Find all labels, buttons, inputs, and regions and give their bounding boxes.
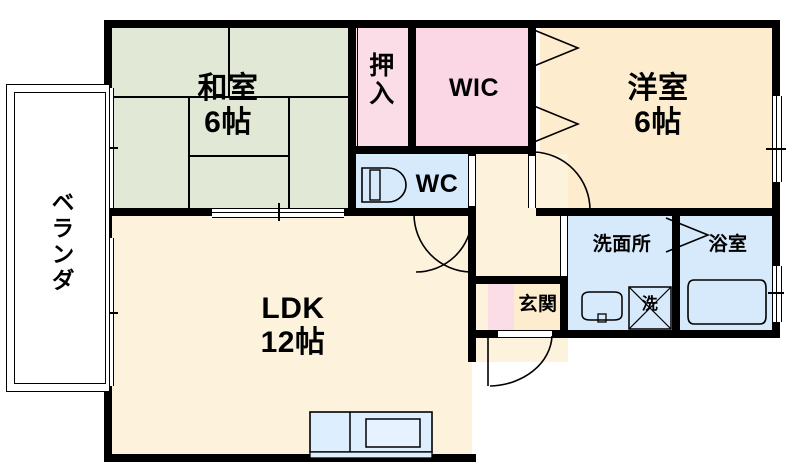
senmenjo-door-chevron <box>665 217 711 253</box>
wall-washitsu-east <box>348 20 356 216</box>
room-oshiire <box>356 28 408 148</box>
wall-oshiire-wic <box>408 20 416 148</box>
tatami-line-1 <box>108 96 348 98</box>
wall-yoshitsu-south <box>536 208 780 216</box>
wall-genkan-south-right <box>552 330 568 338</box>
wall-top <box>104 20 780 28</box>
label-oshiire: 押 入 <box>369 52 395 108</box>
wall-left-upper <box>104 20 112 88</box>
toilet-fixture <box>361 167 407 203</box>
wall-wic-east <box>528 20 536 148</box>
door-arc-ldk-genkan <box>418 218 474 274</box>
label-yokushitsu: 浴室 <box>708 234 748 255</box>
room-yokushitsu <box>680 216 776 330</box>
wall-right-mid <box>772 182 780 266</box>
wall-right-upper <box>772 20 780 96</box>
wall-genkan-north <box>476 276 568 284</box>
tatami-line-4 <box>288 96 290 214</box>
wall-corridor-east <box>560 276 568 338</box>
fusuma-mark <box>278 203 280 221</box>
room-yoshitsu <box>540 28 776 214</box>
label-genkan: 玄関 <box>518 294 558 315</box>
label-ldk: LDK 12帖 <box>260 292 326 359</box>
wall-yoshitsu-west <box>528 146 536 156</box>
wall-closet-south <box>348 146 532 154</box>
wic-closet-door-lower <box>533 105 581 143</box>
bath-window <box>772 266 782 322</box>
washer-label: 洗 <box>641 296 659 313</box>
yoshitsu-closet-door-upper <box>536 30 580 68</box>
veranda-label: ベランダ <box>48 190 74 294</box>
bath-window-mark <box>768 292 784 294</box>
wall-right-lower <box>772 322 780 336</box>
wall-wc-south <box>348 208 476 216</box>
wic-closet-door-upper <box>533 29 581 67</box>
washbasin-fixture <box>581 291 623 323</box>
wc-door-gap <box>468 156 476 206</box>
corridor-vertical-gap <box>560 216 568 276</box>
wall-bottom-ldk <box>104 454 476 462</box>
door-arc-entrance <box>487 335 553 387</box>
yoshitsu-window-center <box>775 96 777 182</box>
washer-space-box <box>628 286 672 330</box>
tatami-line-2 <box>228 28 230 96</box>
wall-ldk-east <box>468 216 476 362</box>
wall-genkan-south <box>468 330 498 338</box>
oshiire-partition <box>348 28 358 148</box>
room-wc <box>356 154 472 216</box>
door-arc-wc <box>415 217 473 273</box>
wall-washitsu-south <box>104 208 212 216</box>
label-yoshitsu: 洋室 6帖 <box>627 72 689 139</box>
room-wic <box>416 28 532 148</box>
kitchen-counter-fixture <box>309 411 433 459</box>
wall-bath-west <box>672 216 680 266</box>
bathtub-fixture <box>687 279 767 325</box>
label-senmenjo: 洗面所 <box>592 234 652 255</box>
label-wic: WIC <box>448 74 500 102</box>
door-arc-ldk-hall <box>413 213 471 273</box>
shoe-cabinet-area <box>488 282 514 330</box>
yoshitsu-window-mark <box>766 148 786 150</box>
bath-window-center <box>775 266 777 322</box>
yoshitsu-window <box>772 96 782 182</box>
hallway-door-gap-v <box>528 156 536 208</box>
entrance-door-gap <box>498 330 552 338</box>
label-washitsu: 和室 6帖 <box>197 72 259 139</box>
wall-bath-west-lower <box>672 266 680 338</box>
tatami-line-5 <box>188 155 288 157</box>
veranda-inner-outline <box>14 92 106 384</box>
label-wc: WC <box>415 170 459 198</box>
door-arc-yoshitsu <box>533 151 591 211</box>
wall-left-lower <box>104 386 112 462</box>
